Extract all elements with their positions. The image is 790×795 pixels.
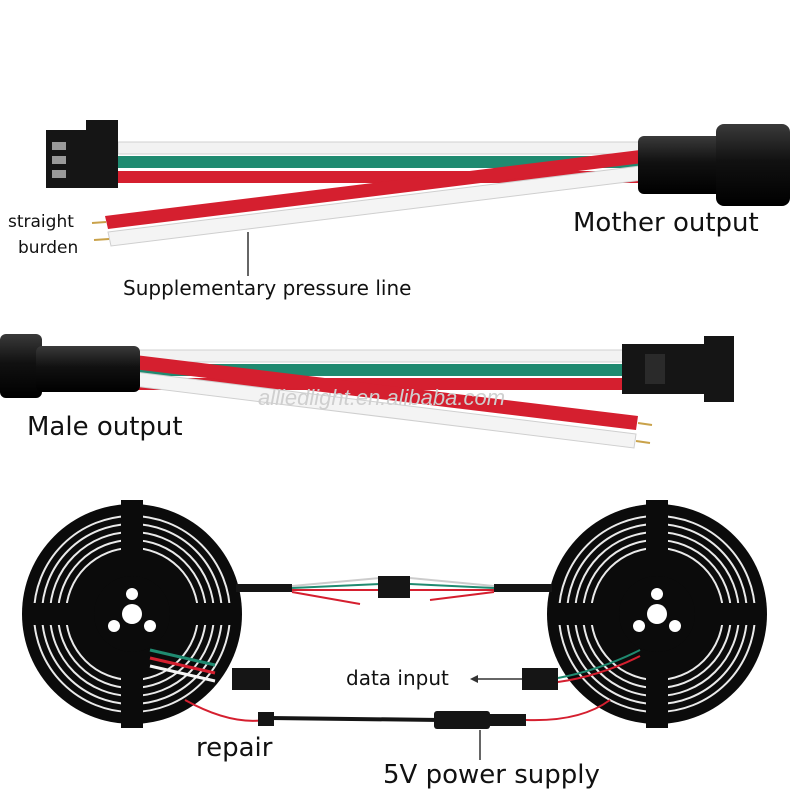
repair-label: repair <box>196 733 273 763</box>
data-input-label: data input <box>346 666 449 690</box>
power-supply-label: 5V power supply <box>383 760 600 790</box>
female-connector-icon <box>522 668 558 690</box>
cable-sleeve-icon <box>0 334 140 398</box>
male-connector-icon <box>622 336 734 402</box>
led-reel-icon <box>547 500 767 728</box>
mother-output-cable <box>46 120 790 276</box>
watermark: alliedlight.en.alibaba.com <box>258 385 506 410</box>
mother-output-label: Mother output <box>573 208 759 238</box>
male-connector-icon <box>232 668 270 690</box>
bottom-wiring <box>149 576 641 760</box>
male-output-cable <box>0 334 734 449</box>
led-reel-icon <box>22 500 242 728</box>
supplementary-line-label: Supplementary pressure line <box>123 276 412 300</box>
cable-sleeve-icon <box>638 124 790 206</box>
straight-label: straight <box>8 212 74 232</box>
led-reel-left <box>22 500 242 728</box>
male-output-label: Male output <box>27 412 183 442</box>
led-reel-right <box>547 500 767 728</box>
male-connector-icon <box>378 576 410 598</box>
burden-label: burden <box>18 238 79 258</box>
female-connector-icon <box>46 120 118 188</box>
